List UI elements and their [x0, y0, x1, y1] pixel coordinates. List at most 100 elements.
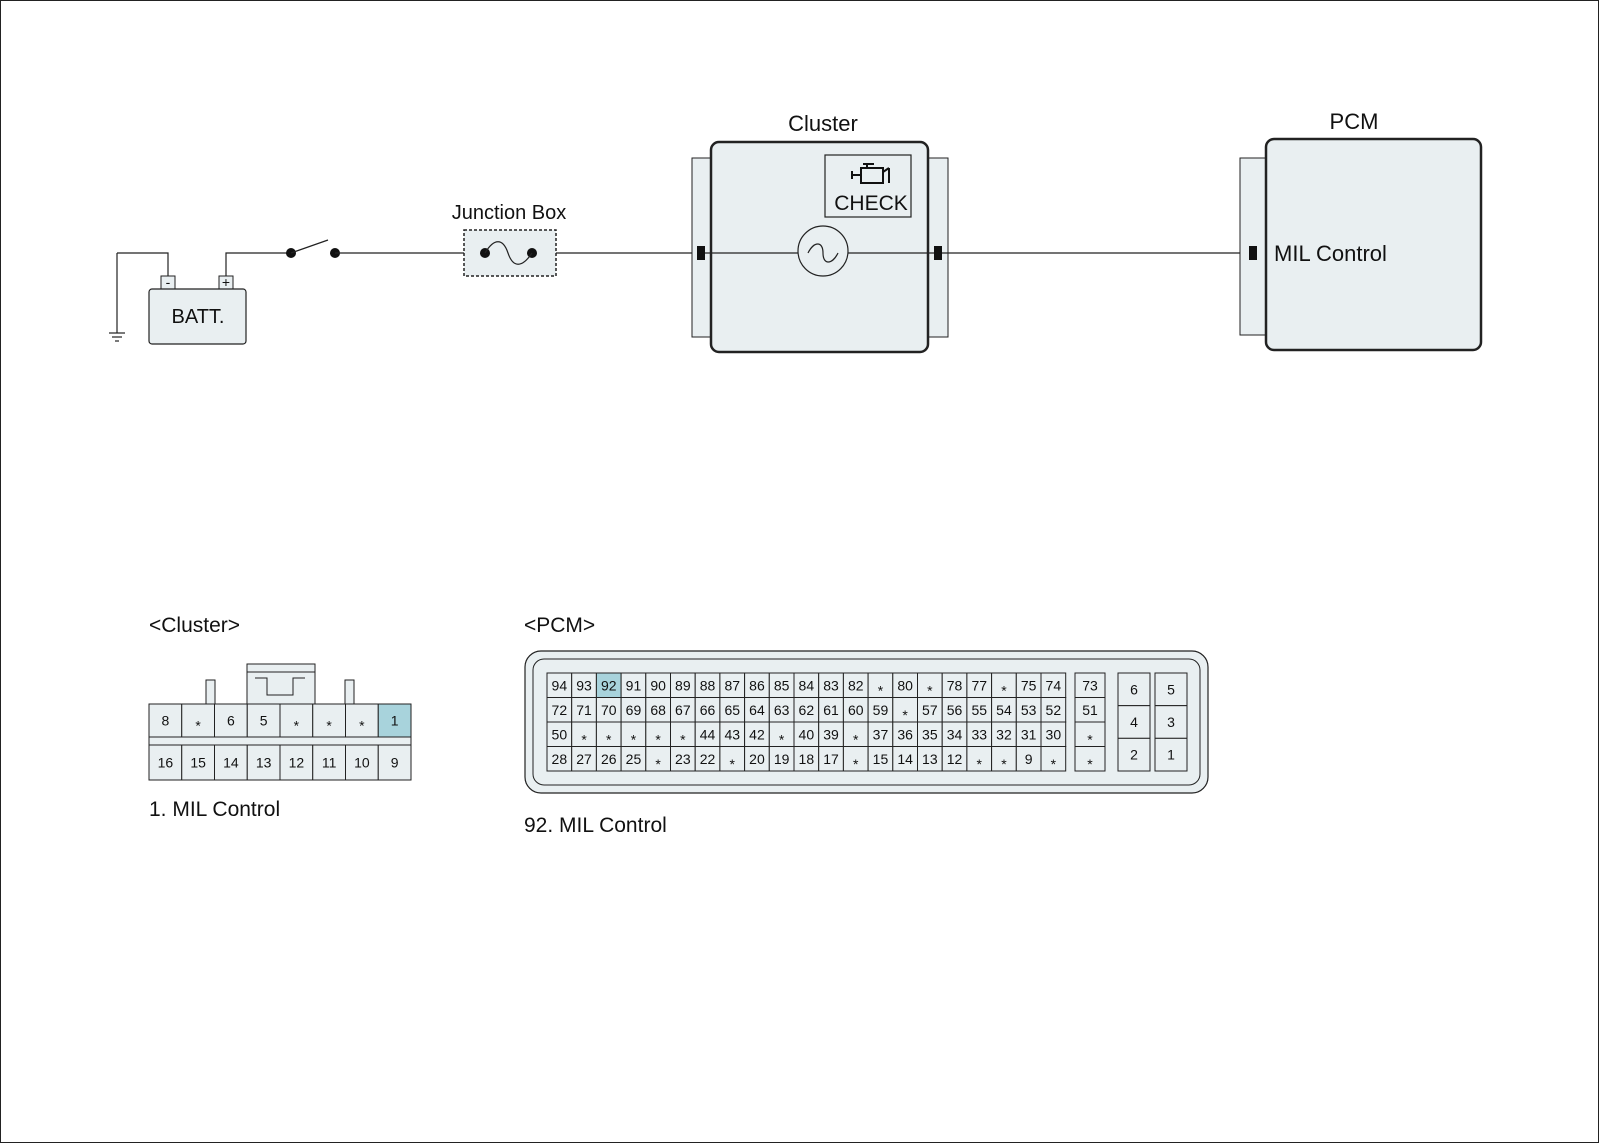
pcm-pin: 4	[1130, 714, 1138, 730]
pcm-pin: 25	[626, 751, 642, 767]
pcm-pin-cell	[768, 746, 795, 772]
pcm-pin: 30	[1046, 726, 1062, 742]
pcm-pin-cell	[818, 721, 844, 747]
pcm-pin: 87	[724, 677, 740, 693]
pcm-pin-cell	[546, 746, 573, 772]
pcm-pin: *	[1001, 682, 1007, 698]
pcm-pin-cell	[670, 697, 696, 723]
ground-symbol	[109, 253, 125, 342]
cluster-pin: 13	[256, 755, 272, 771]
cluster-pin: 16	[158, 755, 174, 771]
pcm-pin-cell	[941, 746, 968, 772]
cluster-pin: *	[294, 718, 300, 734]
pcm-pin-cell	[571, 746, 597, 772]
pcm-pin-cell	[744, 746, 770, 772]
cluster-pin-cell	[148, 744, 183, 781]
cluster-pin-cell	[148, 703, 183, 738]
pcm-pin: *	[655, 731, 661, 747]
pcm-pin: 80	[897, 677, 913, 693]
pcm-pin: *	[779, 731, 785, 747]
pcm-pin: *	[606, 731, 612, 747]
pcm-body	[1264, 137, 1483, 352]
cluster-pin: 15	[190, 755, 206, 771]
pcm-pin: 86	[749, 677, 765, 693]
pcm-pin: *	[902, 707, 908, 723]
pcm-pin: 51	[1082, 702, 1098, 718]
pcm-pin: 72	[552, 702, 568, 718]
pcm-pin: 54	[996, 702, 1012, 718]
pcm-pin: *	[655, 756, 661, 772]
pcm-pin: *	[1087, 731, 1093, 747]
pcm-pin: 55	[971, 702, 987, 718]
pcm-pin: 94	[552, 677, 568, 693]
pcm-pin: 78	[947, 677, 963, 693]
ground-wire	[117, 252, 169, 276]
battery-label: BATT.	[172, 306, 225, 328]
pcm-pin: 18	[799, 751, 815, 767]
cluster-pin-cell	[181, 703, 215, 738]
pcm-pin-cell	[744, 697, 770, 723]
pcm-pin: 53	[1021, 702, 1037, 718]
pcm-pin: *	[1001, 756, 1007, 772]
pcm-pin: 50	[552, 726, 568, 742]
pcm-pin: 56	[947, 702, 963, 718]
pcm-pin-cell	[1040, 697, 1067, 723]
pcm-pin: 1	[1167, 747, 1175, 763]
pcm-pin: 40	[799, 726, 815, 742]
pcm-pin: 23	[675, 751, 691, 767]
pcm-pin: 36	[897, 726, 913, 742]
pcm-pin: 17	[823, 751, 839, 767]
pcm-pin-cell	[1074, 697, 1106, 723]
pcm-connector-caption: 92. MIL Control	[524, 814, 667, 837]
pcm-pin: 73	[1082, 677, 1098, 693]
pcm-pin-cell	[1074, 672, 1106, 698]
pcm-pin-cell	[546, 697, 573, 723]
pcm-pin-cell	[1015, 746, 1042, 772]
pcm-pin-cell	[867, 697, 894, 723]
cluster-label: Cluster	[788, 111, 858, 136]
pcm-pin: 64	[749, 702, 765, 718]
pcm-pin-cell	[867, 746, 894, 772]
pcm-pin: 85	[774, 677, 790, 693]
pcm-pin-cell	[1117, 672, 1151, 707]
pcm-pin: 90	[650, 677, 666, 693]
pcm-pin: 39	[823, 726, 839, 742]
battery-neg-label: -	[166, 274, 171, 290]
junction-box	[463, 229, 557, 277]
pcm-pin: 59	[873, 702, 889, 718]
pcm-pin: 15	[873, 751, 889, 767]
pcm-pin-cell	[793, 697, 820, 723]
cluster-terminal-out	[934, 246, 942, 260]
junction-box-label: Junction Box	[452, 202, 567, 224]
pcm-pin-cell	[941, 697, 968, 723]
pcm-pin: 35	[922, 726, 938, 742]
cluster-pin: 8	[161, 713, 169, 729]
pcm-pin: 67	[675, 702, 691, 718]
pcm-pin-cell	[818, 746, 844, 772]
pcm-pin-cell	[1154, 737, 1188, 772]
pcm-pin-cell	[1040, 721, 1067, 747]
pcm-pin: 13	[922, 751, 938, 767]
pcm-pin: 2	[1130, 747, 1138, 763]
check-lamp-text: CHECK	[834, 192, 908, 215]
pcm-pin-cell	[1040, 746, 1067, 772]
cluster-pin-cell	[181, 744, 215, 781]
pcm-pin: 65	[724, 702, 740, 718]
pcm-pin-cell	[892, 672, 918, 698]
pcm-pin-cell	[595, 746, 622, 772]
pcm-pin: 44	[700, 726, 716, 742]
pcm-pin: 27	[576, 751, 592, 767]
engine-icon	[851, 163, 890, 184]
pcm-pin: 75	[1021, 677, 1037, 693]
cluster-terminal-in	[697, 246, 705, 260]
pcm-pin: 3	[1167, 714, 1175, 730]
pcm-pin: *	[927, 682, 933, 698]
pcm-pin: 6	[1130, 681, 1138, 697]
pcm-terminal	[1249, 246, 1257, 260]
pcm-pin: 37	[873, 726, 889, 742]
pcm-pin: 92	[601, 677, 617, 693]
pcm-pin: 93	[576, 677, 592, 693]
battery-pos-label: +	[222, 274, 230, 290]
